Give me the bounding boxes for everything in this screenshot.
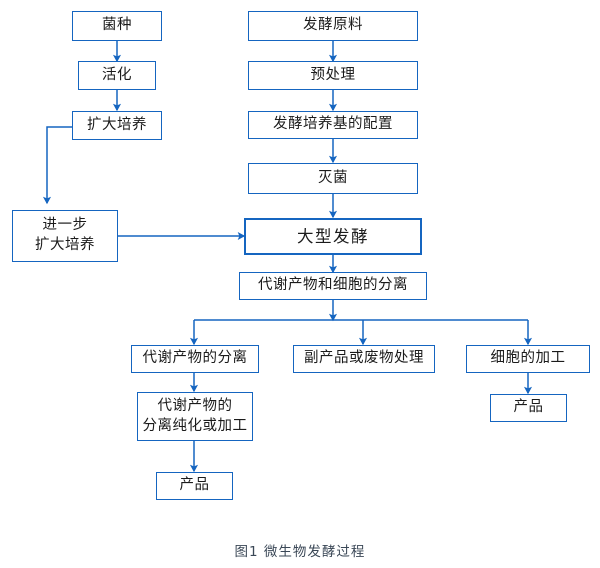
figure-caption: 图1 微生物发酵过程: [234, 544, 366, 560]
node-product-left[interactable]: 产品: [156, 472, 233, 500]
node-cell-processing[interactable]: 细胞的加工: [466, 345, 590, 373]
node-further-expand-culture[interactable]: 进一步 扩大培养: [12, 210, 118, 262]
connector-expand-to-further: [42, 126, 72, 205]
node-medium-preparation[interactable]: 发酵培养基的配置: [248, 111, 418, 139]
node-separation-metabolite-cell[interactable]: 代谢产物和细胞的分离: [239, 272, 427, 300]
node-sterilization[interactable]: 灭菌: [248, 163, 418, 194]
node-metabolite-purification[interactable]: 代谢产物的 分离纯化或加工: [137, 392, 253, 441]
node-byproduct-waste[interactable]: 副产品或废物处理: [293, 345, 435, 373]
node-activation[interactable]: 活化: [78, 61, 156, 90]
node-metabolite-separation[interactable]: 代谢产物的分离: [131, 345, 259, 373]
node-large-fermentation[interactable]: 大型发酵: [244, 218, 422, 255]
node-raw-material[interactable]: 发酵原料: [248, 11, 418, 41]
node-pretreatment[interactable]: 预处理: [248, 61, 418, 90]
node-product-right[interactable]: 产品: [490, 394, 567, 422]
node-expand-culture[interactable]: 扩大培养: [72, 111, 162, 140]
node-strain[interactable]: 菌种: [72, 11, 162, 41]
